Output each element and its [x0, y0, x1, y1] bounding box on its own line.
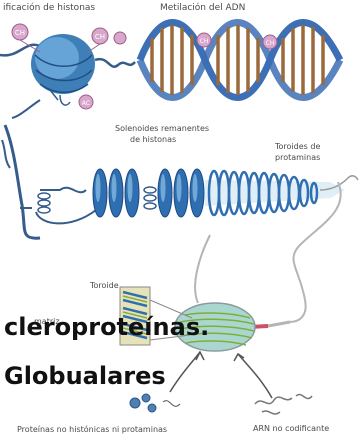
noncoding-rna-label: ARN no codificante — [253, 424, 329, 433]
dna-helix: CH CH — [140, 23, 340, 98]
protamine-toroids — [205, 171, 358, 215]
overlay-heading-line1: cleroproteínas. — [4, 313, 209, 341]
toroids-label-line1: Toroides de — [274, 142, 320, 151]
histone-modification-label: ificación de histonas — [3, 2, 95, 13]
toroids-label-line2: protaminas — [275, 153, 320, 162]
svg-text:CH: CH — [15, 29, 25, 37]
svg-text:CH: CH — [266, 40, 275, 47]
dna-methylation-label: Metilación del ADN — [160, 2, 245, 13]
circle-mark-icon — [114, 32, 126, 44]
nucleosome — [0, 34, 135, 118]
toroid-label: Toroide — [89, 281, 119, 290]
svg-text:CH: CH — [95, 33, 105, 41]
solenoids-label-line2: de histonas — [130, 135, 176, 144]
noncoding-rna — [255, 394, 312, 414]
nonhistone-proteins — [130, 394, 180, 412]
solenoids-label-line1: Solenoides remanentes — [115, 124, 209, 133]
overlay-heading-line2: Globualares — [4, 362, 166, 390]
annotation-arrows — [170, 352, 272, 398]
svg-text:AC: AC — [82, 100, 90, 107]
svg-text:CH: CH — [200, 38, 209, 45]
nonhistone-proteins-label: Proteínas no histónicas ni protaminas — [17, 424, 167, 434]
